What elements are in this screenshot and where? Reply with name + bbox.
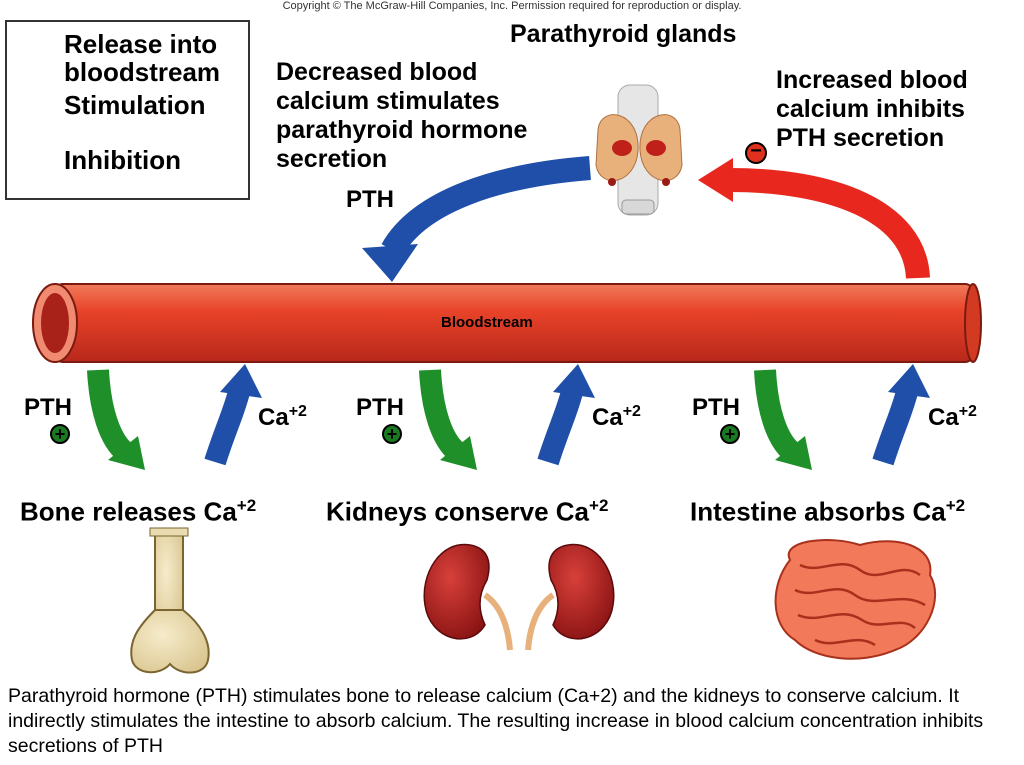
kidney-pth-label: PTH [356, 394, 404, 421]
legend-inhibition-label: Inhibition [64, 145, 181, 175]
intestine-ca-label: Ca+2 [928, 403, 977, 432]
kidney-ca-label: Ca+2 [592, 403, 641, 432]
legend-release-line1: Release into [64, 29, 218, 59]
intestine-label-sup: +2 [945, 496, 966, 515]
bone-ca-text: Ca [258, 404, 289, 431]
copyright-notice: Copyright © The McGraw-Hill Companies, I… [282, 0, 742, 12]
kidney-label-sup: +2 [589, 496, 609, 515]
kidney-stimulation-arrow-icon [419, 369, 477, 470]
parathyroid-glands-title: Parathyroid glands [510, 20, 737, 48]
bone-label-text: Bone releases Ca [20, 496, 237, 527]
intestine-stimulation-arrow-icon [754, 369, 812, 470]
intestine-release-arrow-icon [872, 364, 930, 466]
bone-plus-badge: + [50, 424, 70, 444]
figure-caption: Parathyroid hormone (PTH) stimulates bon… [8, 685, 984, 757]
bone-illustration [130, 527, 210, 674]
intestine-plus-badge: + [720, 424, 740, 444]
increased-line-1: Increased blood [776, 66, 968, 94]
intestine-label: Intestine absorbs Ca+2 [690, 496, 965, 528]
decreased-line-3: parathyroid hormone [276, 116, 528, 144]
intestine-label-text: Intestine absorbs Ca [690, 496, 946, 527]
intestine-illustration [774, 539, 936, 660]
bone-label-sup: +2 [236, 496, 257, 515]
intestine-pth-label: PTH [692, 394, 740, 421]
kidney-label: Kidneys conserve Ca+2 [326, 496, 608, 528]
bone-ca-sup: +2 [288, 403, 307, 420]
pth-top-label: PTH [346, 186, 394, 213]
decreased-line-1: Decreased blood [276, 58, 478, 86]
decreased-calcium-text: Decreased blood calcium stimulates parat… [276, 58, 527, 174]
kidney-release-arrow-icon [537, 364, 595, 466]
pth-release-arrow-icon [362, 156, 591, 282]
legend [5, 20, 250, 200]
bone-ca-label: Ca+2 [258, 403, 307, 432]
bloodstream-label: Bloodstream [441, 314, 533, 331]
intestine-ca-sup: +2 [958, 403, 977, 420]
bloodstream-vessel [32, 283, 982, 363]
kidneys-illustration [423, 543, 615, 651]
kidney-label-text: Kidneys conserve Ca [326, 496, 590, 527]
kidney-ca-text: Ca [592, 404, 623, 431]
kidney-ca-sup: +2 [622, 403, 641, 420]
legend-stimulation-label: Stimulation [64, 90, 206, 120]
decreased-line-4: secretion [276, 145, 388, 173]
bone-label: Bone releases Ca+2 [20, 496, 256, 528]
intestine-ca-text: Ca [928, 404, 959, 431]
increased-calcium-text: Increased blood calcium inhibits PTH sec… [776, 66, 968, 153]
bone-pth-label: PTH [24, 394, 72, 421]
increased-line-2: calcium inhibits [776, 95, 965, 123]
inhibition-arrow-icon [698, 158, 930, 280]
bone-release-arrow-icon [204, 364, 262, 466]
decreased-line-2: calcium stimulates [276, 87, 500, 115]
kidney-plus-badge: + [382, 424, 402, 444]
increased-line-3: PTH secretion [776, 124, 945, 152]
inhibition-minus-badge: − [745, 141, 767, 164]
parathyroid-glands-illustration [595, 84, 683, 216]
legend-release-label: Release into bloodstream [64, 30, 220, 86]
legend-release-line2: bloodstream [64, 57, 221, 87]
bone-stimulation-arrow-icon [87, 369, 145, 470]
